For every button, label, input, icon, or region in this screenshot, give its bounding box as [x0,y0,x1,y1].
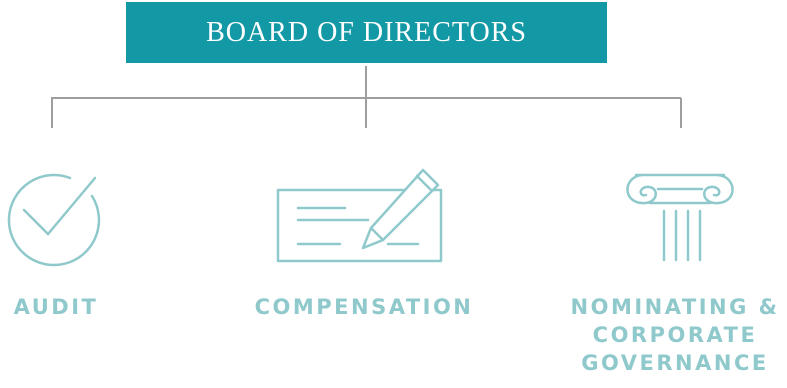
committee-label-nominating: NOMINATING & CORPORATE GOVERNANCE [563,293,787,377]
check-pen-icon [276,168,443,263]
committee-label-compensation: COMPENSATION [254,295,474,319]
committee-label-line: GOVERNANCE [581,351,769,375]
checkmark-circle-icon [7,173,101,267]
column-icon [626,173,734,262]
org-connectors [51,66,682,128]
committee-label-line: CORPORATE [592,323,758,347]
board-of-directors-box: BOARD OF DIRECTORS [126,2,607,63]
committee-label-audit: AUDIT [13,295,99,319]
board-title: BOARD OF DIRECTORS [206,16,527,48]
committee-label-line: NOMINATING & [570,295,780,319]
